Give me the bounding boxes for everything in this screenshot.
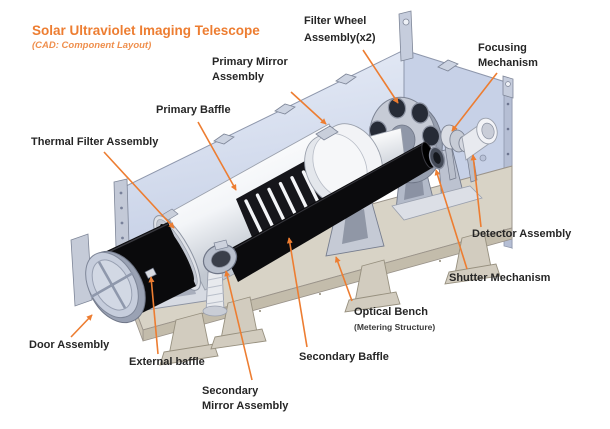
wall-hinge-post [398, 10, 414, 62]
label-detector-assembly: Detector Assembly [472, 228, 572, 240]
arrow-primary-mirror [290, 91, 327, 125]
arrow-primary-baffle [197, 121, 237, 191]
arrow-detector [470, 154, 482, 228]
arrow-filter-wheel [362, 49, 399, 104]
mirror-clamp [315, 125, 339, 141]
bench-feet [159, 231, 501, 366]
arrow-secondary-mirror [224, 270, 253, 381]
arrow-shutter [434, 169, 468, 270]
label-primary-baffle: Primary Baffle [156, 104, 231, 116]
detector-assembly [461, 117, 498, 161]
label-optical-bench: Optical Bench [354, 306, 428, 318]
arrow-secondary-baffle [286, 237, 308, 348]
label-secondary-mirror-assembly: Secondary Mirror Assembly [202, 385, 289, 412]
wall-brackets [213, 59, 459, 145]
arrow-thermal-filter [103, 151, 175, 229]
arrow-external-baffle [148, 276, 159, 355]
door-assembly [70, 233, 146, 324]
page-subtitle: (CAD: Component Layout) [32, 40, 152, 51]
label-focusing-mechanism: Focusing Mechanism [478, 42, 538, 69]
arrow-door [70, 314, 93, 338]
label-door-assembly: Door Assembly [29, 339, 110, 351]
door-hinge-plate [70, 233, 93, 307]
arrow-focusing [451, 72, 498, 132]
end-wall-hinge [502, 75, 514, 99]
wall-left-post [113, 178, 130, 249]
secondary-mirror-assembly [202, 239, 238, 317]
label-metering-structure: (Metering Structure) [354, 322, 436, 332]
label-primary-mirror-assembly: Primary Mirror Assembly [212, 56, 288, 83]
callout-arrows [70, 49, 498, 381]
label-secondary-baffle: Secondary Baffle [299, 351, 389, 363]
label-shutter-mechanism: Shutter Mechanism [449, 272, 551, 284]
arrow-optical-bench [334, 256, 353, 302]
label-external-baffle: External baffle [129, 356, 205, 368]
label-thermal-filter-assembly: Thermal Filter Assembly [31, 136, 159, 148]
label-filter-wheel-assembly: Filter Wheel Assembly(x2) [304, 15, 376, 44]
page-title: Solar Ultraviolet Imaging Telescope [32, 23, 260, 38]
shutter-mechanism [428, 146, 446, 170]
